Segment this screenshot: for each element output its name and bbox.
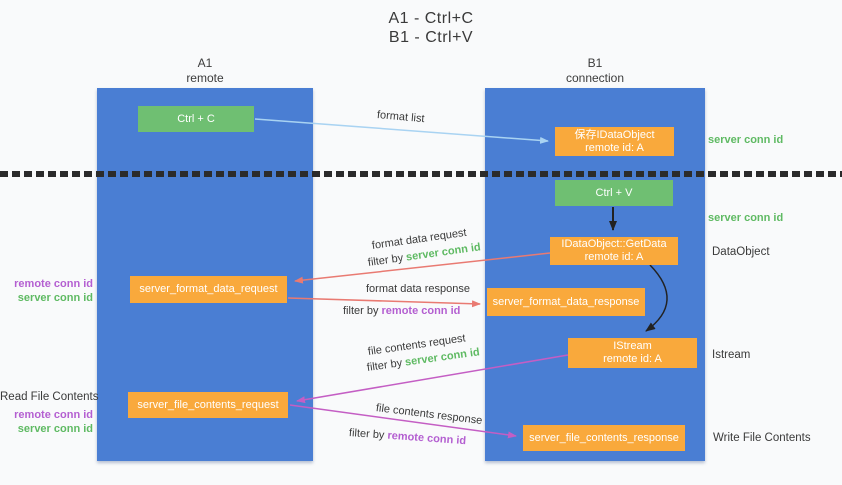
label-group-file-conn-ids: Read File Contents remote conn id server… [0,390,99,436]
node-server-format-data-response: server_format_data_response [487,288,645,316]
edge-label-format-list-text: format list [376,109,426,126]
column-b-header: B1 connection [485,56,705,86]
dashed-divider [0,171,842,177]
edge-label-format-data-response: format data response [366,283,470,295]
label-write-file-contents: Write File Contents [713,432,811,444]
filter-value-2: remote conn id [381,305,461,317]
column-a-header: A1 remote [97,56,313,86]
node-server-format-data-request: server_format_data_request [130,276,287,303]
edge-label-filter-by-remote-conn-id-2: filter by remote conn id [349,427,467,447]
edge-label-filter-by-remote-conn-id-1: filter by remote conn id [343,305,460,317]
label-group-format-conn-ids: remote conn id server conn id [0,277,93,305]
edge-label-format-list: format list [376,109,425,125]
node-server-file-contents-response-label: server_file_contents_response [529,431,679,444]
node-ctrl-c-label: Ctrl + C [177,112,215,125]
node-ctrl-v: Ctrl + V [555,180,673,206]
title-line-1: A1 - Ctrl+C [388,10,474,27]
node-server-file-contents-response: server_file_contents_response [523,425,685,451]
node-server-format-data-response-label: server_format_data_response [492,295,640,308]
label-server-conn-id-left-2: server conn id [17,423,93,435]
column-b-name: B1 [587,56,603,70]
filter-prefix-4: filter by [348,427,388,442]
label-read-file-contents: Read File Contents [0,391,99,403]
node-server-file-contents-request: server_file_contents_request [128,392,288,418]
node-idataobject-getdata-line2: remote id: A [584,251,644,263]
filter-prefix-3: filter by [366,356,406,374]
node-server-format-data-request-label: server_format_data_request [139,283,278,295]
column-a-subtitle: remote [186,71,224,85]
node-istream: IStream remote id: A [568,338,697,368]
node-ctrl-v-label: Ctrl + V [595,186,633,199]
node-istream-line2: remote id: A [603,353,662,365]
node-idataobject-getdata: IDataObject::GetData remote id: A [550,237,678,265]
node-server-file-contents-request-label: server_file_contents_request [137,398,279,411]
filter-prefix-1: filter by [367,251,407,269]
filter-value-4: remote conn id [387,429,467,448]
title-line-2: B1 - Ctrl+V [388,29,474,46]
diagram-title: A1 - Ctrl+C B1 - Ctrl+V [10,9,842,47]
node-istream-line1: IStream [613,340,652,352]
filter-prefix-2: filter by [343,305,382,317]
node-idataobject-getdata-line1: IDataObject::GetData [561,238,667,250]
label-server-conn-id-top: server conn id [708,134,784,146]
edge-label-format-data-response-text: format data response [366,283,470,295]
label-istream: Istream [712,349,751,361]
column-a-name: A1 [197,56,213,70]
node-save-idataobject-line1: 保存IDataObject [574,128,655,141]
label-server-conn-id-mid: server conn id [708,212,784,224]
label-dataobject: DataObject [712,246,770,258]
node-save-idataobject-line2: remote id: A [585,141,644,154]
node-ctrl-c: Ctrl + C [138,106,254,132]
label-server-conn-id-left-1: server conn id [17,292,93,304]
arrow-format-data-response [287,297,481,308]
label-remote-conn-id-1: remote conn id [14,278,93,290]
label-remote-conn-id-2: remote conn id [14,409,93,421]
edge-label-file-contents-response-text: file contents response [375,402,483,427]
node-save-idataobject: 保存IDataObject remote id: A [555,127,674,156]
column-b-subtitle: connection [565,71,625,85]
edge-label-file-contents-response: file contents response [375,402,483,427]
